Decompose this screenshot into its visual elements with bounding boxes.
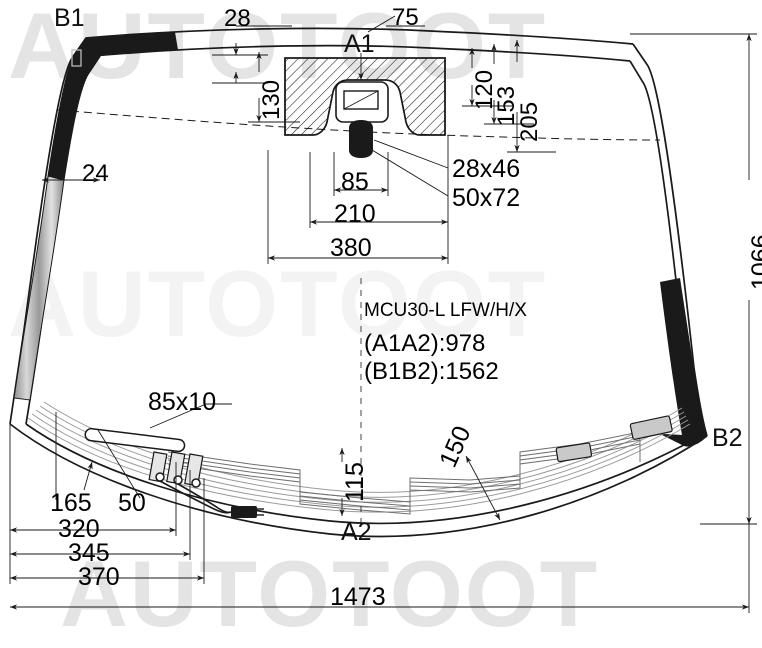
right-heater-tab [629, 415, 673, 440]
dimension-380: 380 [330, 234, 372, 262]
dimension-24: 24 [82, 160, 109, 187]
dimension-50: 50 [118, 489, 146, 517]
left-frit-band [13, 37, 101, 401]
dimension-370: 370 [78, 563, 120, 591]
mirror-frit-hatch [284, 57, 446, 158]
connector-terminals [148, 451, 264, 518]
spec-part-code: MCU30-L LFW/H/X [364, 300, 527, 321]
dimension-lines [9, 15, 757, 613]
corner-label-a2: A2 [341, 518, 372, 546]
dimension-130: 130 [258, 79, 285, 120]
corner-label-b1: B1 [54, 4, 85, 32]
dimension-28: 28 [224, 5, 251, 32]
callout-28x46: 28x46 [452, 155, 521, 183]
dimension-165: 165 [50, 489, 92, 517]
right-frit-band [660, 278, 707, 447]
antenna-slot [84, 427, 186, 453]
dimension-115: 115 [341, 462, 369, 502]
top-frit-band [86, 32, 178, 56]
dimension-1066: 1066 [747, 234, 762, 290]
watermark-middle: AUTOTOOT [8, 251, 548, 356]
watermark-bottom: AUTOTOOT [60, 541, 600, 646]
busbar-zigzag [167, 431, 641, 515]
spec-a1a2: (A1A2):978 [364, 330, 486, 357]
dimension-85x10: 85x10 [148, 388, 217, 416]
dimension-1473: 1473 [330, 583, 386, 611]
dimension-75: 75 [392, 4, 419, 31]
dimension-205: 205 [516, 101, 543, 142]
dimension-210: 210 [334, 200, 376, 228]
left-heater-tab [555, 442, 593, 463]
dimension-85: 85 [341, 168, 369, 196]
corner-label-a1: A1 [344, 30, 375, 58]
corner-label-b2: B2 [712, 424, 743, 452]
spec-b1b2: (B1B2):1562 [364, 358, 499, 385]
callout-50x72: 50x72 [452, 184, 521, 212]
